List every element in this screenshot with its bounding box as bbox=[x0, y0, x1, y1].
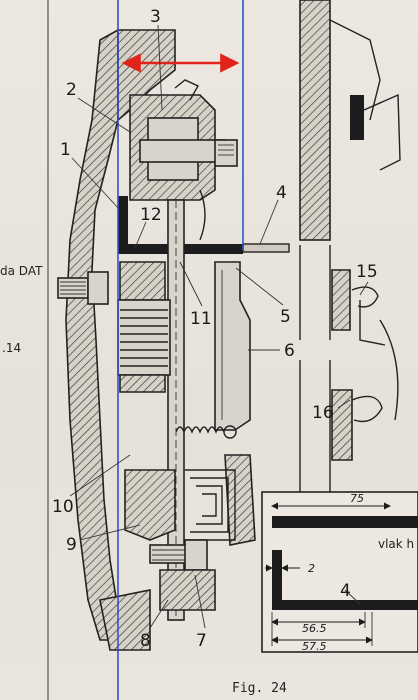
callout-6: 6 bbox=[284, 341, 295, 361]
callout-3: 3 bbox=[150, 7, 161, 27]
adjusting-bolt bbox=[149, 539, 216, 611]
callout-1: 1 bbox=[60, 140, 71, 160]
callout-9: 9 bbox=[66, 535, 77, 555]
callout-10: 10 bbox=[52, 497, 74, 517]
inset-dim-2: 2 bbox=[308, 562, 315, 575]
callout-7: 7 bbox=[196, 631, 207, 651]
callout-2: 2 bbox=[66, 80, 77, 100]
callout-11: 11 bbox=[190, 309, 212, 329]
callout-8: 8 bbox=[140, 631, 151, 651]
release-bearing-assembly bbox=[129, 79, 238, 241]
side-text-ref: .14 bbox=[2, 341, 21, 355]
return-spring bbox=[175, 425, 237, 439]
lever-part-4 bbox=[242, 243, 290, 253]
callout-labels: 3 2 1 12 4 11 5 6 15 16 10 9 8 7 bbox=[52, 7, 378, 651]
callout-15: 15 bbox=[356, 262, 378, 282]
inset-detail-part-4: 75 2 56.5 57.5 4 vlak h bbox=[261, 491, 418, 653]
inset-dim-75: 75 bbox=[350, 492, 364, 505]
callout-5: 5 bbox=[280, 307, 291, 327]
lower-spring-cup bbox=[124, 469, 236, 541]
measurement-annotation bbox=[117, 0, 244, 700]
callout-16: 16 bbox=[312, 403, 334, 423]
figure-caption: Fig. 24 bbox=[232, 681, 287, 696]
callout-4: 4 bbox=[276, 183, 287, 203]
inset-note-vlak: vlak h bbox=[378, 537, 414, 551]
damper-spring-pack bbox=[117, 261, 171, 393]
pressure-plate bbox=[214, 261, 256, 546]
right-detail-views bbox=[299, 0, 401, 500]
inset-dim-56-5: 56.5 bbox=[302, 622, 327, 635]
side-text-da-dat: da DAT bbox=[0, 264, 43, 278]
housing-bolt bbox=[57, 271, 109, 305]
leader-lines bbox=[69, 24, 369, 629]
inset-dim-57-5: 57.5 bbox=[302, 640, 327, 653]
inset-label-part-4: 4 bbox=[340, 581, 351, 601]
callout-12: 12 bbox=[140, 205, 162, 225]
